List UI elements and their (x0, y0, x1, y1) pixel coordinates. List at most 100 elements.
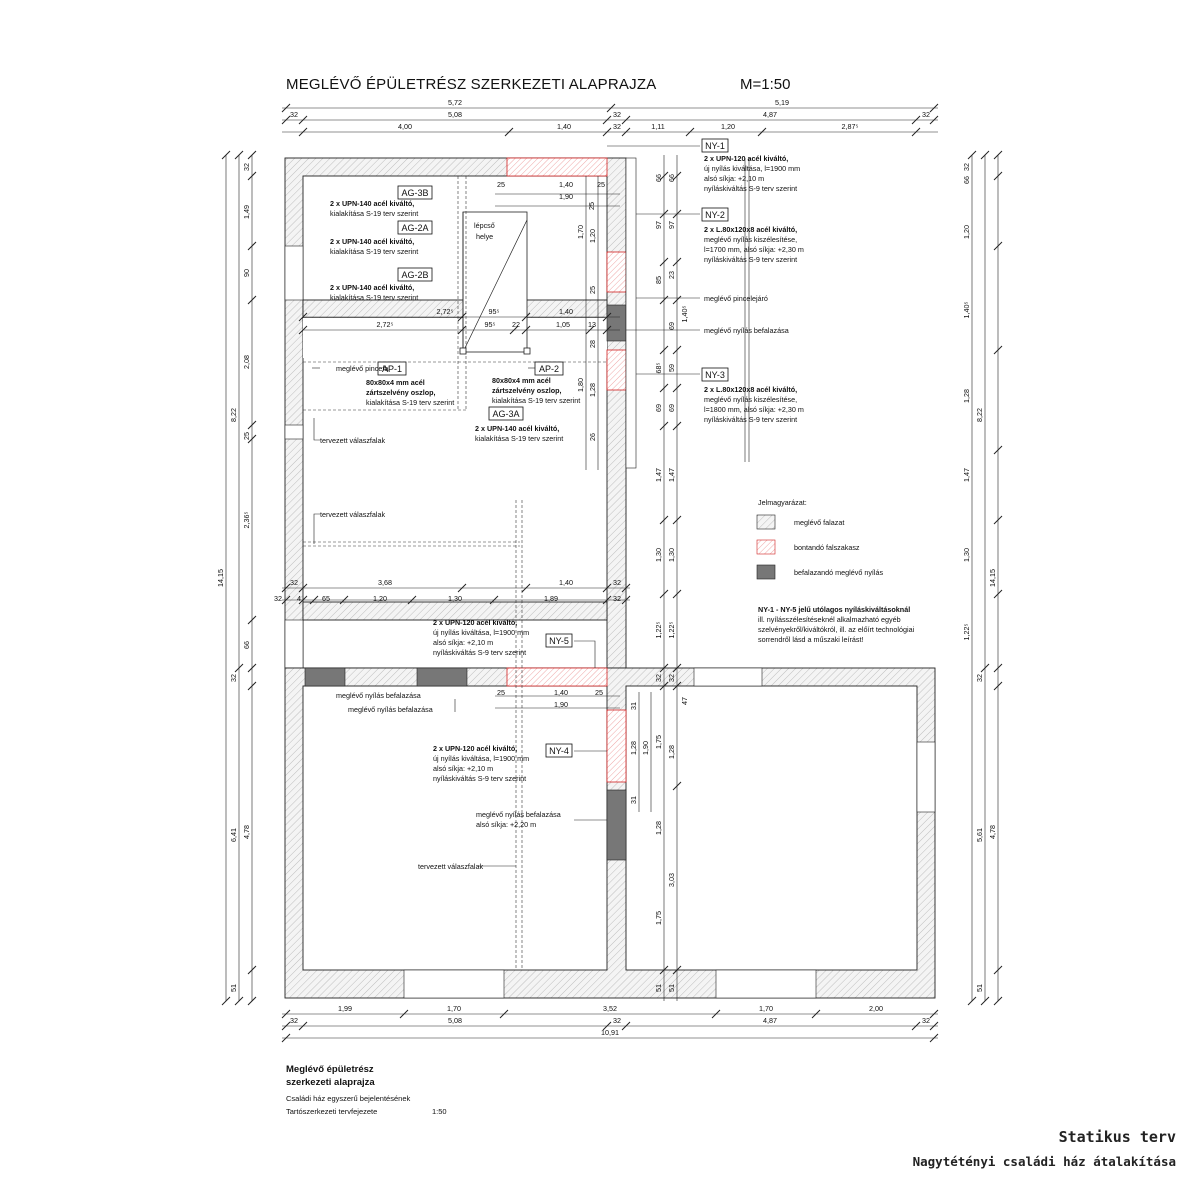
demolish-segment-ny1 (506, 157, 608, 177)
annotations: 2 x UPN-140 acél kiváltó, kialakítása S-… (320, 154, 804, 871)
note-befalazasa-2: meglévő nyílás befalazása (336, 691, 421, 700)
legend-item-existing: meglévő falazat (794, 518, 844, 527)
note-ny1-2: új nyílás kiváltása, l=1900 mm (704, 164, 800, 173)
note-befalazasa-1: meglévő nyílás befalazása (704, 326, 789, 335)
note-ny3-1: 2 x L.80x120x8 acél kiváltó, (704, 385, 797, 394)
legend-note-2: ill. nyílásszélesítéseknél alkalmazható … (758, 615, 901, 624)
dim-right-7: 1,30 (962, 548, 971, 562)
footer-title-2: szerkezeti alaprajza (286, 1077, 375, 1088)
note-ny3-3: l=1800 mm, alsó síkja: +2,30 m (704, 405, 804, 414)
note-ny2-1: 2 x L.80x120x8 acél kiváltó, (704, 225, 797, 234)
dim-bot-11: 10,91 (601, 1028, 619, 1037)
dim-cr-19: 32 (654, 674, 663, 682)
dim-bot-2: 1,70 (447, 1004, 461, 1013)
dim-cr-26: 1,75 (654, 911, 663, 925)
dim-top-2: 5,19 (775, 98, 789, 107)
dim-right-mid-2: 5,61 (975, 828, 984, 842)
dim-bot-6: 32 (290, 1016, 298, 1025)
tag-ny4: NY-4 (545, 743, 573, 758)
note-ny2-3: l=1700 mm, alsó síkja: +2,30 m (704, 245, 804, 254)
dim-bot-8: 32 (613, 1016, 621, 1025)
legend-swatch-infill (756, 564, 776, 580)
dim-low-6: 4 (297, 594, 301, 603)
dim-left-mid-1: 8,22 (229, 408, 238, 422)
dim-top-6: 4,87 (763, 110, 777, 119)
dim-right-1: 32 (962, 163, 971, 171)
dim-bot-7: 5,08 (448, 1016, 462, 1025)
tag-ag2b: AG-2B (397, 267, 433, 282)
note-ny3-4: nyíláskiváltás S-9 terv szerint (704, 415, 797, 424)
dim-right-mid-1: 8,22 (975, 408, 984, 422)
dim-cr-28: 51 (667, 984, 676, 992)
right-strip (625, 157, 637, 469)
dim-low-10: 1,89 (544, 594, 558, 603)
dim-low-2: 3,68 (378, 578, 392, 587)
dim-low-8: 1,20 (373, 594, 387, 603)
dim-left-7: 66 (242, 641, 251, 649)
legend-note-4: sorrendről lásd a műszaki leírást! (758, 635, 863, 644)
tag-ny1: NY-1 (701, 138, 729, 153)
note-ny1-3: alsó síkja: +2,10 m (704, 174, 764, 183)
dim-low-3: 1,40 (559, 578, 573, 587)
dim-mid-6: 22 (512, 320, 520, 329)
dim-low-5: 32 (274, 594, 282, 603)
dim-cr-2: 66 (667, 174, 676, 182)
svg-text:NY-1: NY-1 (705, 141, 725, 151)
dim-top-9: 1,40 (557, 122, 571, 131)
tag-ny2: NY-2 (701, 207, 729, 222)
dim-room-1: 25 (497, 688, 505, 697)
dim-stair-side-7: 26 (588, 433, 597, 441)
tag-ag2a: AG-2A (397, 220, 433, 235)
dim-stair-side-4: 28 (588, 340, 597, 348)
dim-low-7: 65 (322, 594, 330, 603)
leader-lines (312, 145, 700, 867)
legend-note-1: NY-1 - NY-5 jelű utólagos nyíláskiváltás… (758, 605, 910, 614)
dim-cr-4: 97 (667, 221, 676, 229)
note-ny3-2: meglévő nyílás kiszélesítése, (704, 395, 797, 404)
dim-top-5: 32 (613, 110, 621, 119)
dim-stair-3: 25 (597, 180, 605, 189)
note-ap2-3: kialakítása S-19 terv szerint (492, 396, 580, 405)
note-valaszfal-2: tervezett válaszfalak (320, 510, 386, 519)
dim-stair-side-5: 1,28 (588, 383, 597, 397)
dim-cr-22: 1,75 (654, 735, 663, 749)
legend-item-infill: befalazandó meglévő nyílás (794, 568, 884, 577)
svg-text:AG-2B: AG-2B (401, 270, 428, 280)
dim-stair-4: 1,90 (559, 192, 573, 201)
dim-right-4: 1,40⁵ (962, 301, 971, 318)
dim-cr-1: 66 (654, 174, 663, 182)
tag-ap2: AP-2 (534, 361, 564, 376)
note-ap2-2: zártszelvény oszlop, (492, 386, 562, 395)
note-pincefal: meglévő pincefal (336, 364, 390, 373)
element-tags: NY-1 NY-2 NY-3 NY-5 NY-4 AG-3B AG-2A AG-… (377, 138, 729, 758)
note-ag3a-1: 2 x UPN-140 acél kiváltó, (475, 424, 559, 433)
dim-top-10: 32 (613, 122, 621, 131)
dim-cr-21: 47 (680, 697, 689, 705)
demolish-segment-ny4 (606, 709, 627, 783)
dim-cr-14: 1,47 (667, 468, 676, 482)
dim-right-6: 1,47 (962, 468, 971, 482)
dim-stair-side-2: 1,20 (588, 229, 597, 243)
right-wall-opening (916, 741, 936, 813)
note-valaszfal-3: tervezett válaszfalak (418, 862, 484, 871)
dim-left-6: 2,36⁵ (242, 511, 251, 528)
dim-right-11: 51 (975, 984, 984, 992)
infill-block-1 (304, 667, 346, 687)
note-ag2b-1: 2 x UPN-140 acél kiváltó, (330, 283, 414, 292)
note-stair-1: lépcső (474, 221, 495, 230)
dim-cr-18: 1,22⁵ (667, 621, 676, 638)
note-ag3b-2: kialakítása S-19 terv szerint (330, 209, 418, 218)
dim-room-side-1: 31 (629, 702, 638, 710)
dim-cr-10: 59 (667, 364, 676, 372)
dim-cr-7: 1,40⁵ (680, 305, 689, 322)
cross-wall (302, 601, 608, 621)
note-valaszfal-1: tervezett válaszfalak (320, 436, 386, 445)
upper-block-interior (302, 175, 608, 669)
dim-mid-5: 95⁵ (485, 320, 496, 329)
brand-line-2: Nagytétényi családi ház átalakítása (912, 1154, 1176, 1169)
dim-left-mid-2: 6,41 (229, 828, 238, 842)
dim-top-11: 1,11 (651, 122, 664, 131)
dim-cr-15: 1,30 (654, 548, 663, 562)
infill-block-4 (606, 789, 627, 861)
